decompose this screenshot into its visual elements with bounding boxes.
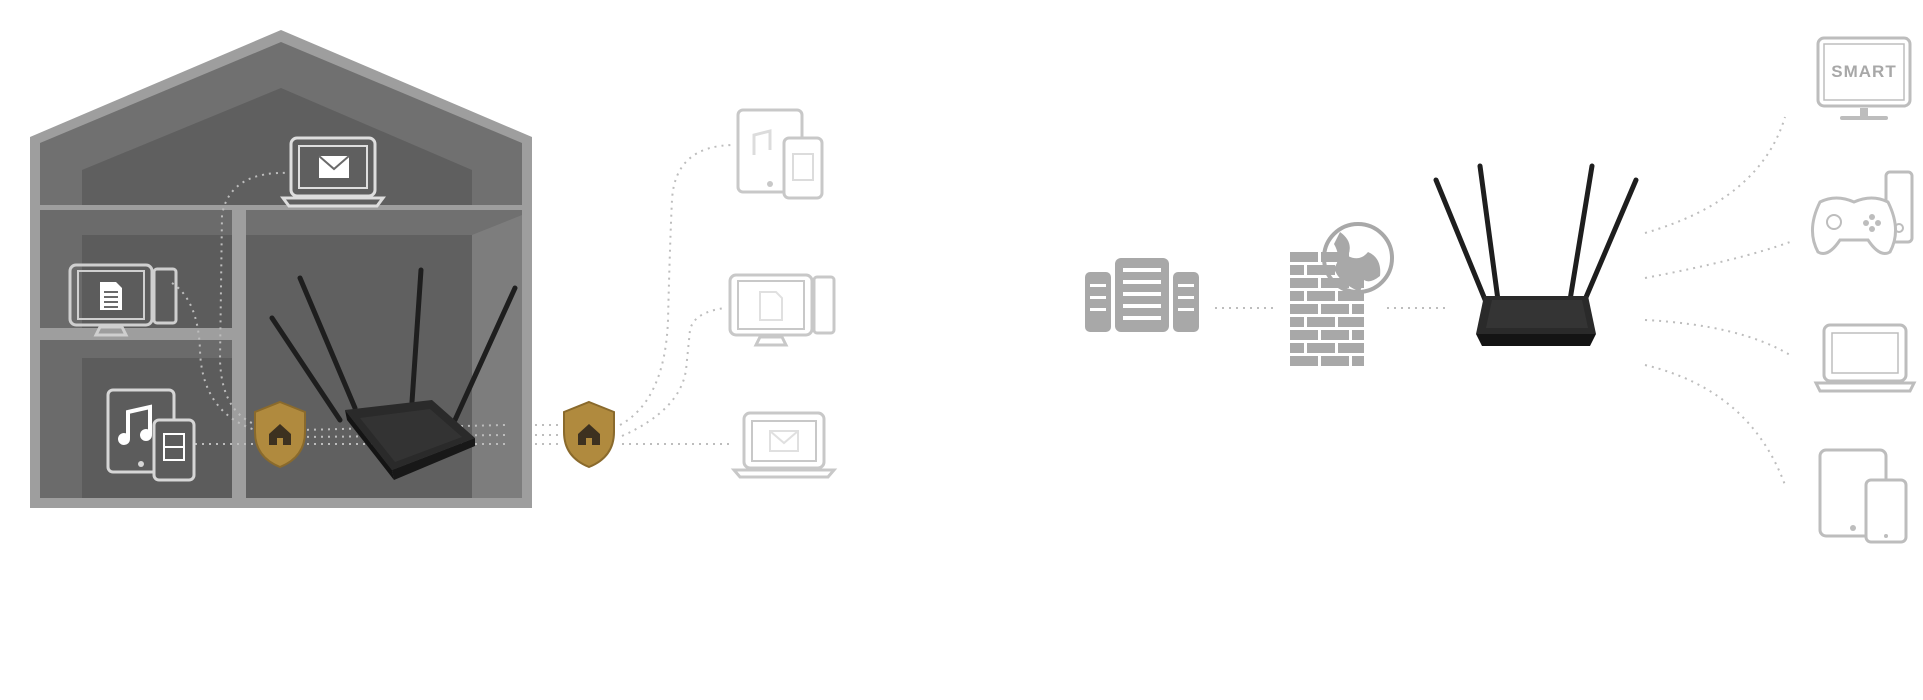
- desktop-icon: [728, 273, 836, 347]
- home-shield-icon: [254, 400, 306, 469]
- router-icon: [269, 267, 518, 480]
- smart-tv-label: SMART: [1831, 62, 1896, 81]
- music-icon: [118, 404, 152, 445]
- mail-icon: [318, 155, 350, 178]
- laptop-icon: [280, 136, 386, 208]
- firewall-icon: [1290, 222, 1394, 366]
- external-connections-left: [619, 144, 736, 445]
- home-shield-icon: [563, 400, 615, 469]
- tablet-phone-icon: [1818, 448, 1908, 544]
- tablet-phone-icon: [736, 108, 824, 200]
- router-icon: [1433, 163, 1639, 346]
- tablet-phone-icon: [106, 388, 196, 482]
- desktop-icon: [68, 263, 178, 337]
- smart-tv-icon: SMART: [1816, 36, 1912, 120]
- game-console-icon: [1811, 170, 1914, 255]
- house-connections: [171, 171, 560, 445]
- document-icon: [100, 282, 122, 310]
- external-connections-right: [1644, 116, 1791, 486]
- globe-icon: [1322, 222, 1394, 294]
- video-icon: [163, 433, 185, 461]
- server-icon: [1085, 258, 1199, 332]
- laptop-icon: [1813, 323, 1917, 393]
- laptop-icon: [730, 411, 838, 479]
